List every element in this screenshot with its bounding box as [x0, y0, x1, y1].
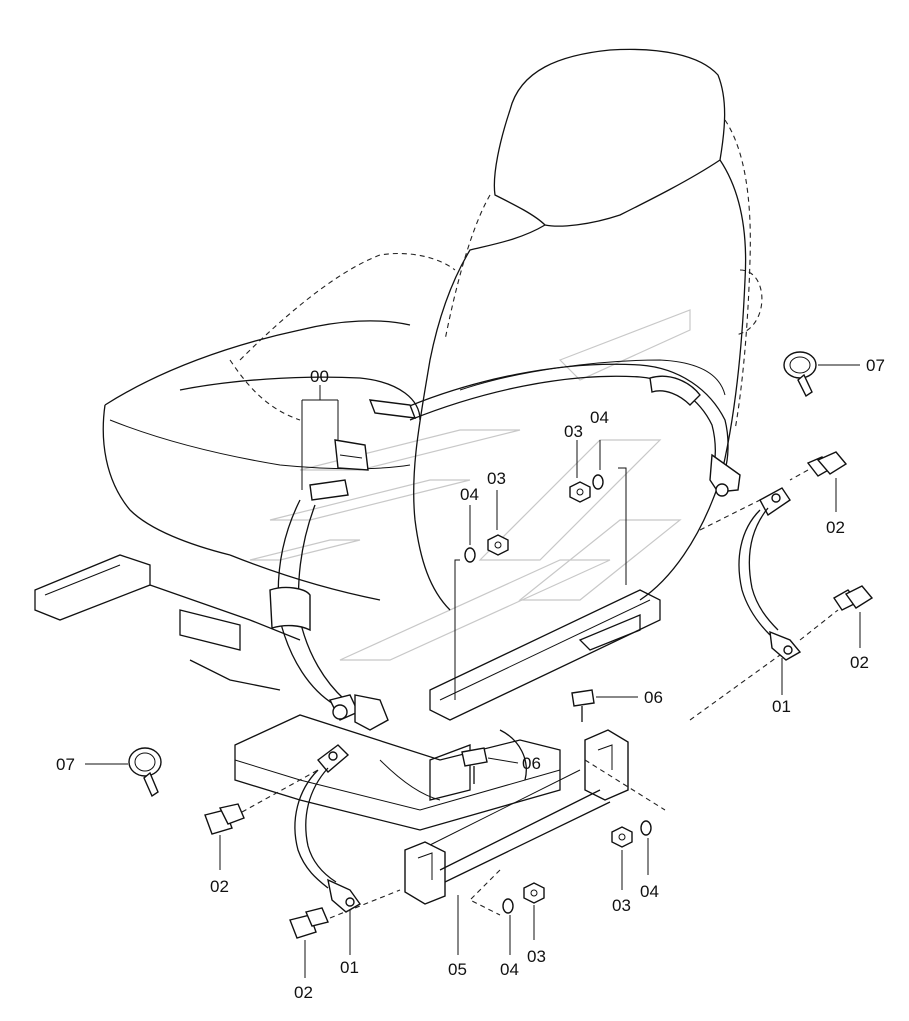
clip-part: [128, 351, 817, 798]
callout-02-left-lower: 02: [294, 983, 313, 1002]
callout-02-upper-right: 02: [826, 518, 845, 537]
callout-02-left-upper: 02: [210, 877, 229, 896]
callout-01-left: 01: [340, 958, 359, 977]
nuts-and-washers: [464, 474, 652, 914]
callout-labels: 00 03 04 04 03 07 02 02 01 06 06 07 02 0…: [56, 356, 885, 1002]
seat-rails: [34, 554, 661, 831]
callout-04-left: 04: [460, 485, 479, 504]
seat-backrest: [413, 48, 751, 611]
callout-06-lower: 06: [522, 754, 541, 773]
callout-03-bracket-bottom: 03: [527, 947, 546, 966]
leader-lines: [85, 364, 861, 978]
callout-03-left: 03: [487, 469, 506, 488]
ground-cable-right: [738, 487, 802, 661]
callout-04-bracket-bottom: 04: [500, 960, 519, 979]
callout-01-right: 01: [772, 697, 791, 716]
callout-04-center: 04: [590, 408, 609, 427]
callout-02-lower-right: 02: [850, 653, 869, 672]
callout-03-center: 03: [564, 422, 583, 441]
callout-00: 00: [310, 367, 329, 386]
seat-cushion: [102, 252, 763, 601]
callout-06-upper: 06: [644, 688, 663, 707]
callout-04-bracket-right: 04: [640, 882, 659, 901]
callout-07-right: 07: [866, 356, 885, 375]
bolt-06-part: [461, 689, 595, 784]
callout-03-bracket-right: 03: [612, 896, 631, 915]
callout-07-left: 07: [56, 755, 75, 774]
seat-belt: [269, 363, 741, 731]
ground-cable-left: [294, 744, 362, 913]
bolt-part: [204, 451, 874, 939]
callout-05: 05: [448, 960, 467, 979]
bracket-part: [404, 729, 629, 905]
